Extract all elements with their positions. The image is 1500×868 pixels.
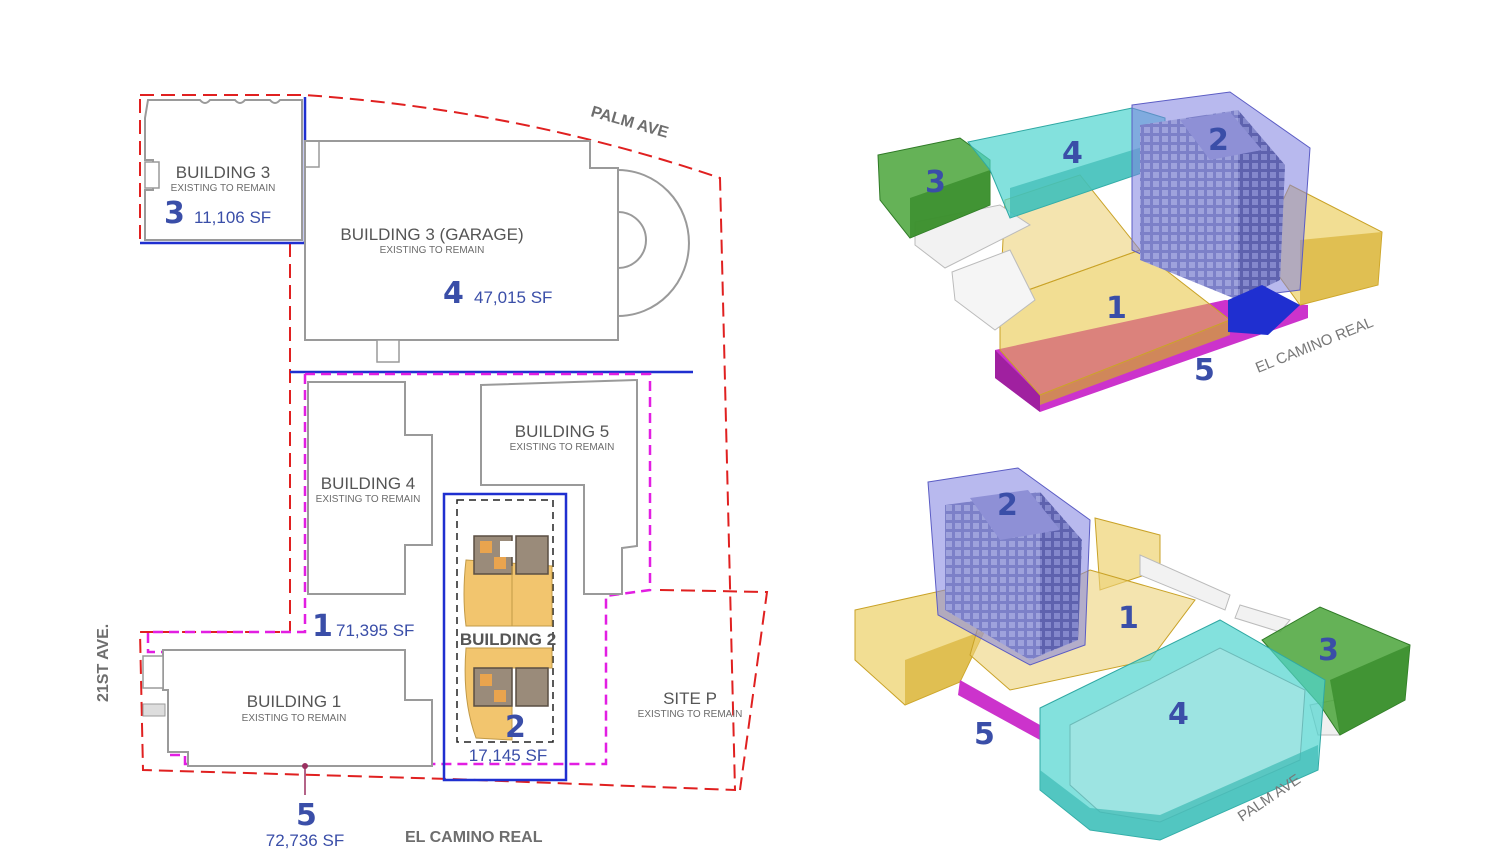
axon-bottom-label-5: 5 — [974, 717, 995, 752]
parcel-5-number: 5 — [296, 798, 317, 833]
building-1-name: BUILDING 1 — [247, 692, 341, 711]
label-el-camino-real: EL CAMINO REAL — [405, 829, 543, 846]
site-plan: PALM AVE EL CAMINO REAL 21ST AVE. BUILDI… — [95, 94, 769, 850]
parcel-2-area: 17,145 SF — [469, 746, 547, 765]
building-4-name: BUILDING 4 — [321, 474, 415, 493]
axon-bottom-label-1: 1 — [1118, 601, 1139, 636]
parcel-1-area: 71,395 SF — [336, 621, 414, 640]
parcel-4-number: 4 — [443, 276, 464, 311]
axon-top-label-2: 2 — [1208, 123, 1229, 158]
axon-view-bottom: 1 2 3 4 5 PALM AVE — [854, 467, 1411, 841]
axon-top-label-5: 5 — [1194, 353, 1215, 388]
parcel-3-area: 11,106 SF — [194, 208, 271, 227]
label-21st-ave: 21ST AVE. — [95, 624, 112, 702]
building-5-name: BUILDING 5 — [515, 422, 609, 441]
axon-view-top: 1 2 3 4 5 EL CAMINO REAL — [877, 91, 1383, 412]
building-1-steps — [142, 703, 166, 717]
garage-ramp — [617, 169, 690, 317]
parcel-4-area: 47,015 SF — [474, 288, 552, 307]
site-boundary-line — [138, 94, 737, 792]
building-3-existing: EXISTING TO REMAIN — [171, 183, 276, 194]
building-4-existing: EXISTING TO REMAIN — [316, 494, 421, 505]
garage-name: BUILDING 3 (GARAGE) — [340, 225, 523, 244]
garage-corner — [304, 140, 320, 168]
building-3-notch — [144, 161, 160, 189]
garage-footprint — [304, 140, 619, 341]
building-5-existing: EXISTING TO REMAIN — [510, 442, 615, 453]
building-1-existing: EXISTING TO REMAIN — [242, 713, 347, 724]
axon-bottom-label-2: 2 — [997, 488, 1018, 523]
axon-top-label-3: 3 — [925, 165, 946, 200]
building-1-footprint — [162, 649, 433, 767]
building-1-annex — [142, 655, 164, 689]
building-2-plan — [463, 535, 553, 741]
parcel-5-marker-dot — [302, 763, 308, 769]
parcel-1-number: 1 — [312, 609, 333, 644]
parcel-3-number: 3 — [164, 196, 185, 231]
site-p-name: SITE P — [663, 689, 717, 708]
building-3-name: BUILDING 3 — [176, 163, 270, 182]
building-5-footprint — [480, 378, 638, 595]
axon-top-label-4: 4 — [1062, 136, 1083, 171]
label-palm-ave: PALM AVE — [589, 104, 671, 142]
building-3-footprint — [144, 99, 303, 241]
parcel-2-line — [442, 492, 568, 782]
site-p-existing: EXISTING TO REMAIN — [638, 709, 743, 720]
garage-ramp-inner — [617, 211, 647, 269]
axon-top-label-1: 1 — [1106, 291, 1127, 326]
garage-entry — [376, 339, 400, 363]
site-p-boundary-line — [659, 589, 769, 791]
parcel-5-area: 72,736 SF — [266, 831, 344, 850]
parcel-2-inner-dashed — [456, 499, 554, 743]
parcel-2-number: 2 — [505, 710, 526, 745]
garage-existing: EXISTING TO REMAIN — [380, 245, 485, 256]
axon-bottom-label-3: 3 — [1318, 633, 1339, 668]
building-2-name: BUILDING 2 — [460, 630, 556, 649]
axon-bottom-label-4: 4 — [1168, 697, 1189, 732]
building-4-footprint — [307, 381, 433, 595]
